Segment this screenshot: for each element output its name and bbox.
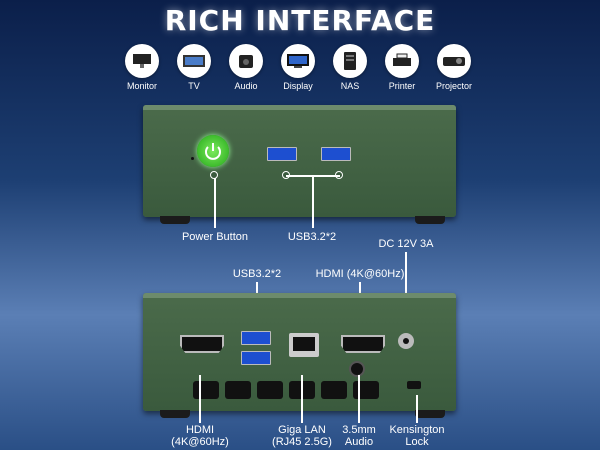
vent	[193, 381, 219, 399]
device-printer: Printer	[378, 44, 426, 91]
nas-icon	[344, 52, 356, 70]
audio-jack	[349, 361, 365, 377]
front-foot-left	[160, 216, 190, 224]
rear-foot-right	[415, 410, 445, 418]
kensington-slot	[407, 381, 421, 389]
lan-label: Giga LAN (RJ45 2.5G)	[264, 424, 340, 448]
device-label: Display	[283, 81, 313, 91]
dc-label: DC 12V 3A	[378, 238, 434, 250]
display-icon	[287, 54, 309, 68]
rear-usb-label: USB3.2*2	[232, 268, 282, 280]
audio-leader	[358, 375, 360, 423]
device-label: NAS	[340, 81, 360, 91]
front-foot-right	[415, 216, 445, 224]
device-audio: Audio	[222, 44, 270, 91]
rear-usb-port-2	[241, 351, 271, 365]
power-button[interactable]	[197, 135, 229, 167]
rear-hdmi-port-1	[180, 335, 224, 353]
vent	[257, 381, 283, 399]
device-tv: TV	[170, 44, 218, 91]
vent	[321, 381, 347, 399]
label-line: Lock	[405, 436, 429, 448]
power-icon	[205, 143, 221, 160]
device-display: Display	[274, 44, 322, 91]
rear-hdmi-port-2	[341, 335, 385, 353]
device-label: TV	[188, 81, 200, 91]
tv-icon	[183, 55, 205, 67]
label-line: (RJ45 2.5G)	[272, 436, 332, 448]
rear-hdmi-bottom-leader	[199, 375, 201, 423]
label-line: HDMI	[185, 424, 215, 436]
front-usb-port-2	[321, 147, 351, 161]
rear-usb-port-1	[241, 331, 271, 345]
label-line: Kensington	[389, 424, 445, 436]
power-leader	[214, 178, 216, 228]
lan-leader	[301, 375, 303, 423]
led-indicator	[191, 157, 194, 160]
front-usb-port-1	[267, 147, 297, 161]
vent	[225, 381, 251, 399]
rear-hdmi-bottom-label: HDMI (4K@60Hz)	[162, 424, 238, 448]
dc-jack	[398, 333, 414, 349]
printer-icon	[393, 53, 411, 66]
monitor-icon	[133, 54, 151, 68]
front-panel	[143, 105, 456, 217]
rear-panel	[143, 293, 456, 411]
audio-label: 3.5mm Audio	[332, 424, 386, 448]
front-usb-label: USB3.2*2	[287, 231, 337, 243]
usb-leader	[312, 175, 314, 228]
lock-leader	[416, 395, 418, 423]
label-line: (4K@60Hz)	[171, 436, 229, 448]
device-nas: NAS	[326, 44, 374, 91]
power-button-label: Power Button	[181, 231, 249, 243]
device-label: Printer	[388, 81, 416, 91]
device-label: Audio	[234, 81, 258, 91]
projector-icon	[443, 57, 465, 66]
speaker-icon	[239, 55, 253, 68]
rear-hdmi-top-label: HDMI (4K@60Hz)	[315, 268, 405, 280]
device-label: Projector	[435, 81, 472, 91]
dc-leader	[405, 252, 407, 322]
lock-label: Kensington Lock	[380, 424, 454, 448]
page-title: RICH INTERFACE	[164, 4, 436, 37]
device-monitor: Monitor	[118, 44, 166, 91]
label-line: Giga LAN	[278, 424, 326, 436]
device-icons-row: Monitor TV Audio Display NAS Printer Pro…	[118, 44, 488, 94]
vent	[353, 381, 379, 399]
rear-foot-left	[160, 410, 190, 418]
lan-port	[289, 333, 319, 357]
device-label: Monitor	[126, 81, 157, 91]
device-projector: Projector	[430, 44, 478, 91]
label-line: 3.5mm	[342, 424, 376, 436]
label-line: Audio	[344, 436, 374, 448]
